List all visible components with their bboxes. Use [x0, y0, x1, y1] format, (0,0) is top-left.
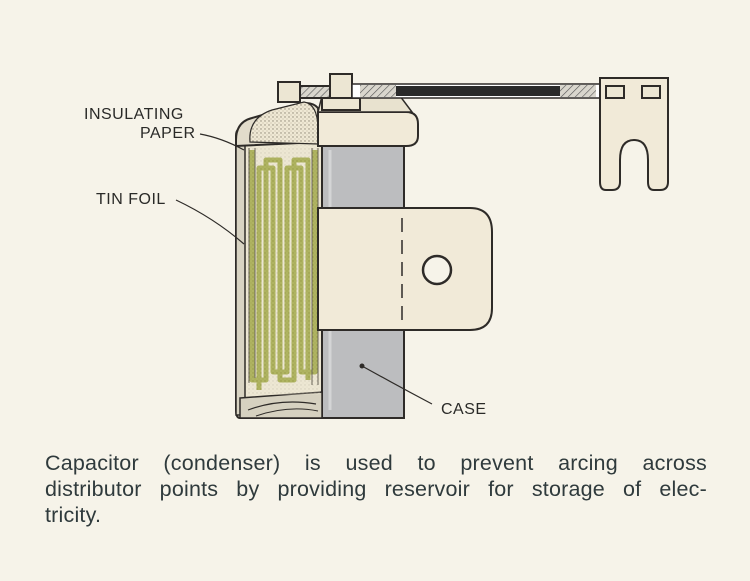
caption-line-2: distributor points by providing reservoi… — [45, 477, 707, 501]
mounting-hole — [421, 254, 453, 286]
caption-line-3: tricity. — [45, 503, 102, 527]
figure-caption: Capacitor (condenser) is used to prevent… — [45, 450, 707, 528]
mounting-bracket — [317, 207, 493, 331]
insulation-texture — [246, 145, 320, 395]
label-insulating-line2: PAPER — [140, 125, 196, 142]
caption-line-1: Capacitor (condenser) is used to prevent… — [45, 451, 707, 475]
label-case: CASE — [441, 401, 487, 418]
case-leader-dot — [359, 363, 365, 369]
insulating-paper-cap — [235, 101, 322, 148]
label-insulating-line1: INSULATING — [84, 106, 184, 123]
case-leader — [361, 365, 433, 405]
terminal-posts — [277, 73, 361, 111]
tin-foil-leader — [175, 199, 245, 245]
terminal-clip — [599, 77, 669, 191]
lead-wire — [351, 83, 601, 99]
insulating-paper-leader — [199, 133, 245, 151]
leader-lines — [175, 133, 433, 405]
label-tin-foil: TIN FOIL — [96, 191, 166, 208]
capacitor-diagram — [175, 73, 669, 419]
